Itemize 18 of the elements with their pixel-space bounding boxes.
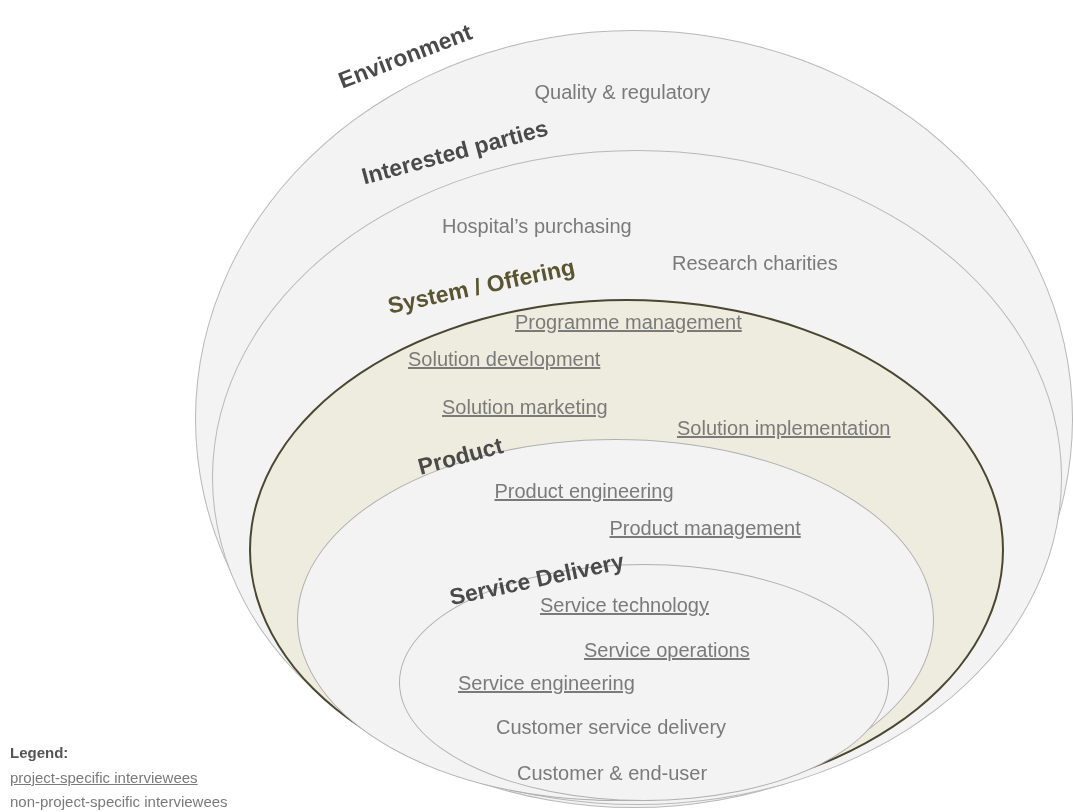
interviewee-label: Solution development bbox=[408, 349, 601, 369]
legend-entry: project-specific interviewees bbox=[10, 770, 198, 785]
interviewee-label: Service engineering bbox=[458, 673, 635, 693]
interviewee-label: Solution marketing bbox=[442, 397, 608, 417]
interviewee-label: Service technology bbox=[540, 595, 709, 615]
interviewee-label: Product engineering bbox=[494, 480, 674, 501]
layer-heading: Product bbox=[415, 433, 505, 479]
interviewee-label: Quality & regulatory bbox=[534, 81, 711, 102]
interviewee-label: Hospital’s purchasing bbox=[442, 216, 632, 236]
interviewee-label: Service operations bbox=[584, 640, 750, 660]
interviewee-label: Programme management bbox=[515, 312, 742, 332]
interviewee-label: Research charities bbox=[672, 253, 838, 273]
interviewee-label: Customer service delivery bbox=[496, 717, 727, 737]
interviewee-label: Customer & end-user bbox=[517, 763, 708, 783]
interviewee-label: Product management bbox=[609, 517, 801, 538]
legend-title: Legend: bbox=[10, 745, 69, 760]
interviewee-label: Solution implementation bbox=[677, 418, 891, 438]
legend-entry: non-project-specific interviewees bbox=[10, 794, 228, 809]
